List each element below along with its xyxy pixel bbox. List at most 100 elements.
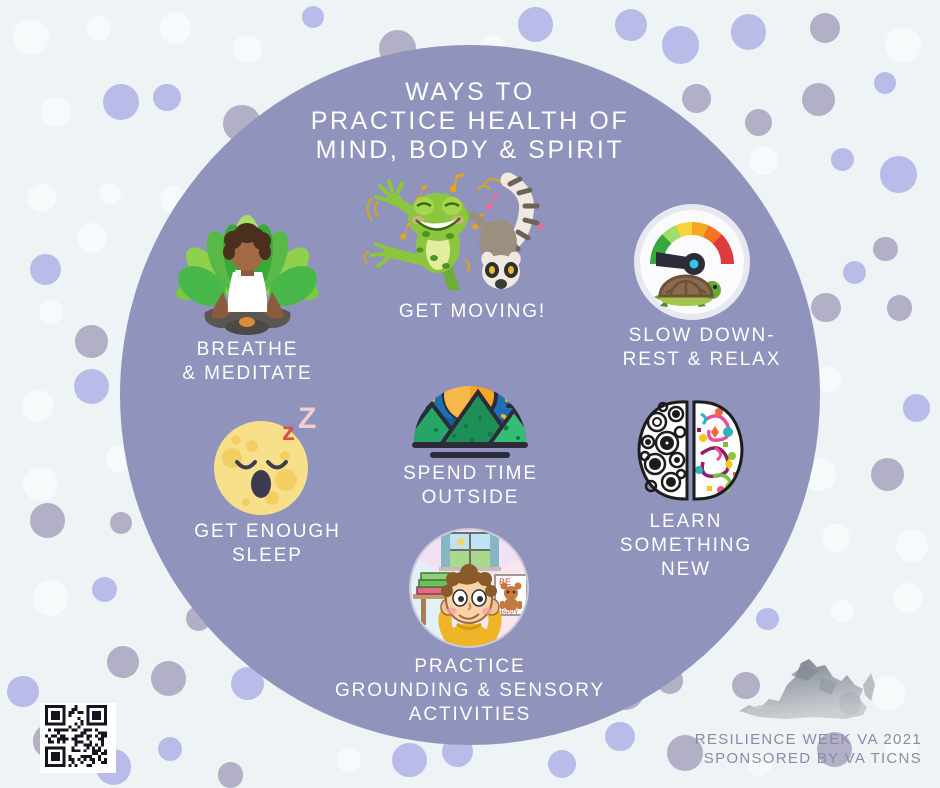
qr-code-icon[interactable] — [40, 703, 116, 773]
label-get-enough-sleep: GET ENOUGH SLEEP — [160, 520, 375, 568]
background-dot — [233, 35, 262, 64]
background-dot — [29, 253, 61, 285]
background-dot — [336, 747, 362, 773]
title-line-3: MIND, BODY & SPIRIT — [315, 136, 625, 164]
label-get-moving: GET MOVING! — [370, 300, 575, 324]
background-dot — [682, 84, 711, 113]
svg-text:z: z — [282, 416, 295, 446]
background-dot — [22, 390, 55, 423]
background-dot — [27, 183, 56, 213]
label-line: NEW — [660, 559, 712, 580]
background-dot — [158, 737, 183, 762]
background-dot — [745, 108, 773, 136]
page-title: WAYS TO PRACTICE HEALTH OF MIND, BODY & … — [120, 78, 820, 165]
background-dot — [873, 236, 898, 262]
label-line: REST & RELAX — [622, 349, 782, 370]
background-dot — [106, 645, 140, 678]
background-dot — [159, 12, 192, 44]
background-dot — [92, 577, 118, 603]
background-dot — [810, 13, 841, 43]
background-dot — [151, 661, 187, 696]
label-line: SLOW DOWN- — [628, 325, 776, 346]
background-dot — [7, 675, 40, 708]
background-dot — [102, 84, 139, 121]
title-line-1: WAYS TO — [405, 78, 535, 106]
dancing-frog-lemur-icon — [358, 172, 549, 296]
background-dot — [747, 750, 773, 776]
background-dot — [666, 734, 704, 772]
background-dot — [73, 368, 109, 404]
background-dot — [892, 582, 923, 614]
grounding-senses-boy-icon: BE HAPPY — [403, 527, 535, 649]
background-dot — [886, 295, 913, 322]
background-dot — [730, 14, 767, 50]
background-dot — [870, 675, 906, 711]
background-dot — [40, 97, 71, 128]
background-dot — [755, 607, 779, 631]
background-dot — [732, 671, 760, 700]
label-line: GET MOVING! — [398, 301, 547, 322]
background-dot — [895, 529, 929, 562]
background-dot — [902, 394, 931, 422]
label-line: SLEEP — [232, 545, 303, 566]
label-line: PRACTICE — [414, 656, 526, 677]
background-dot — [301, 5, 325, 29]
svg-text:HAPPY: HAPPY — [498, 610, 518, 616]
background-dot — [75, 325, 108, 358]
background-dot — [801, 83, 835, 117]
background-dot — [153, 84, 181, 112]
background-dot — [873, 71, 896, 95]
label-line: & MEDITATE — [182, 363, 313, 384]
label-line: BREATHE — [196, 339, 299, 360]
background-dot — [749, 146, 778, 176]
label-line: GROUNDING & SENSORY — [334, 680, 606, 701]
background-dot — [830, 600, 853, 623]
background-dot — [885, 731, 917, 764]
background-dot — [77, 223, 108, 253]
background-dot — [811, 292, 841, 322]
background-dot — [880, 155, 917, 193]
background-dot — [217, 762, 244, 788]
background-dot — [86, 15, 112, 41]
label-line: SOMETHING — [619, 535, 753, 556]
sun-mountains-icon — [406, 346, 534, 458]
background-dot — [816, 365, 843, 392]
background-dot — [816, 731, 852, 767]
virginia-state-map-icon — [735, 655, 900, 730]
label-practice-grounding: PRACTICE GROUNDING & SENSORY ACTIVITIES — [320, 655, 620, 727]
background-dot — [12, 18, 50, 56]
background-dot — [885, 26, 922, 63]
label-line: SPEND TIME — [403, 463, 538, 484]
background-dot — [614, 9, 647, 42]
label-line: OUTSIDE — [421, 487, 520, 508]
background-dot — [517, 7, 553, 42]
background-dot — [821, 523, 851, 553]
svg-text:Z: Z — [298, 406, 316, 435]
background-dot — [661, 26, 700, 64]
sleeping-moon-icon: z Z — [206, 402, 328, 518]
background-dot — [98, 183, 121, 206]
label-line: LEARN — [649, 511, 723, 532]
label-line: GET ENOUGH — [194, 521, 341, 542]
background-dot — [23, 466, 58, 501]
background-dot — [109, 511, 133, 535]
background-dot — [392, 742, 427, 778]
background-dot — [870, 457, 905, 492]
background-dot — [39, 300, 63, 324]
lotus-meditation-icon — [175, 212, 320, 340]
background-dot — [831, 147, 855, 171]
speedometer-turtle-icon — [632, 202, 752, 322]
credit-line: SPONSORED BY VA TICNS — [703, 750, 922, 767]
label-learn-something-new: LEARN SOMETHING NEW — [590, 510, 782, 582]
background-dot — [32, 580, 68, 616]
label-spend-time-outside: SPEND TIME OUTSIDE — [368, 462, 573, 510]
label-slow-down: SLOW DOWN- REST & RELAX — [588, 324, 816, 372]
credit-line: RESILIENCE WEEK VA 2021 — [694, 731, 922, 748]
footer-credit: RESILIENCE WEEK VA 2021 SPONSORED BY VA … — [622, 730, 922, 768]
label-breathe-meditate: BREATHE & MEDITATE — [140, 338, 355, 386]
svg-text:BE: BE — [499, 577, 511, 587]
split-brain-icon — [633, 398, 748, 503]
background-dot — [842, 260, 867, 284]
title-line-2: PRACTICE HEALTH OF — [310, 107, 630, 135]
